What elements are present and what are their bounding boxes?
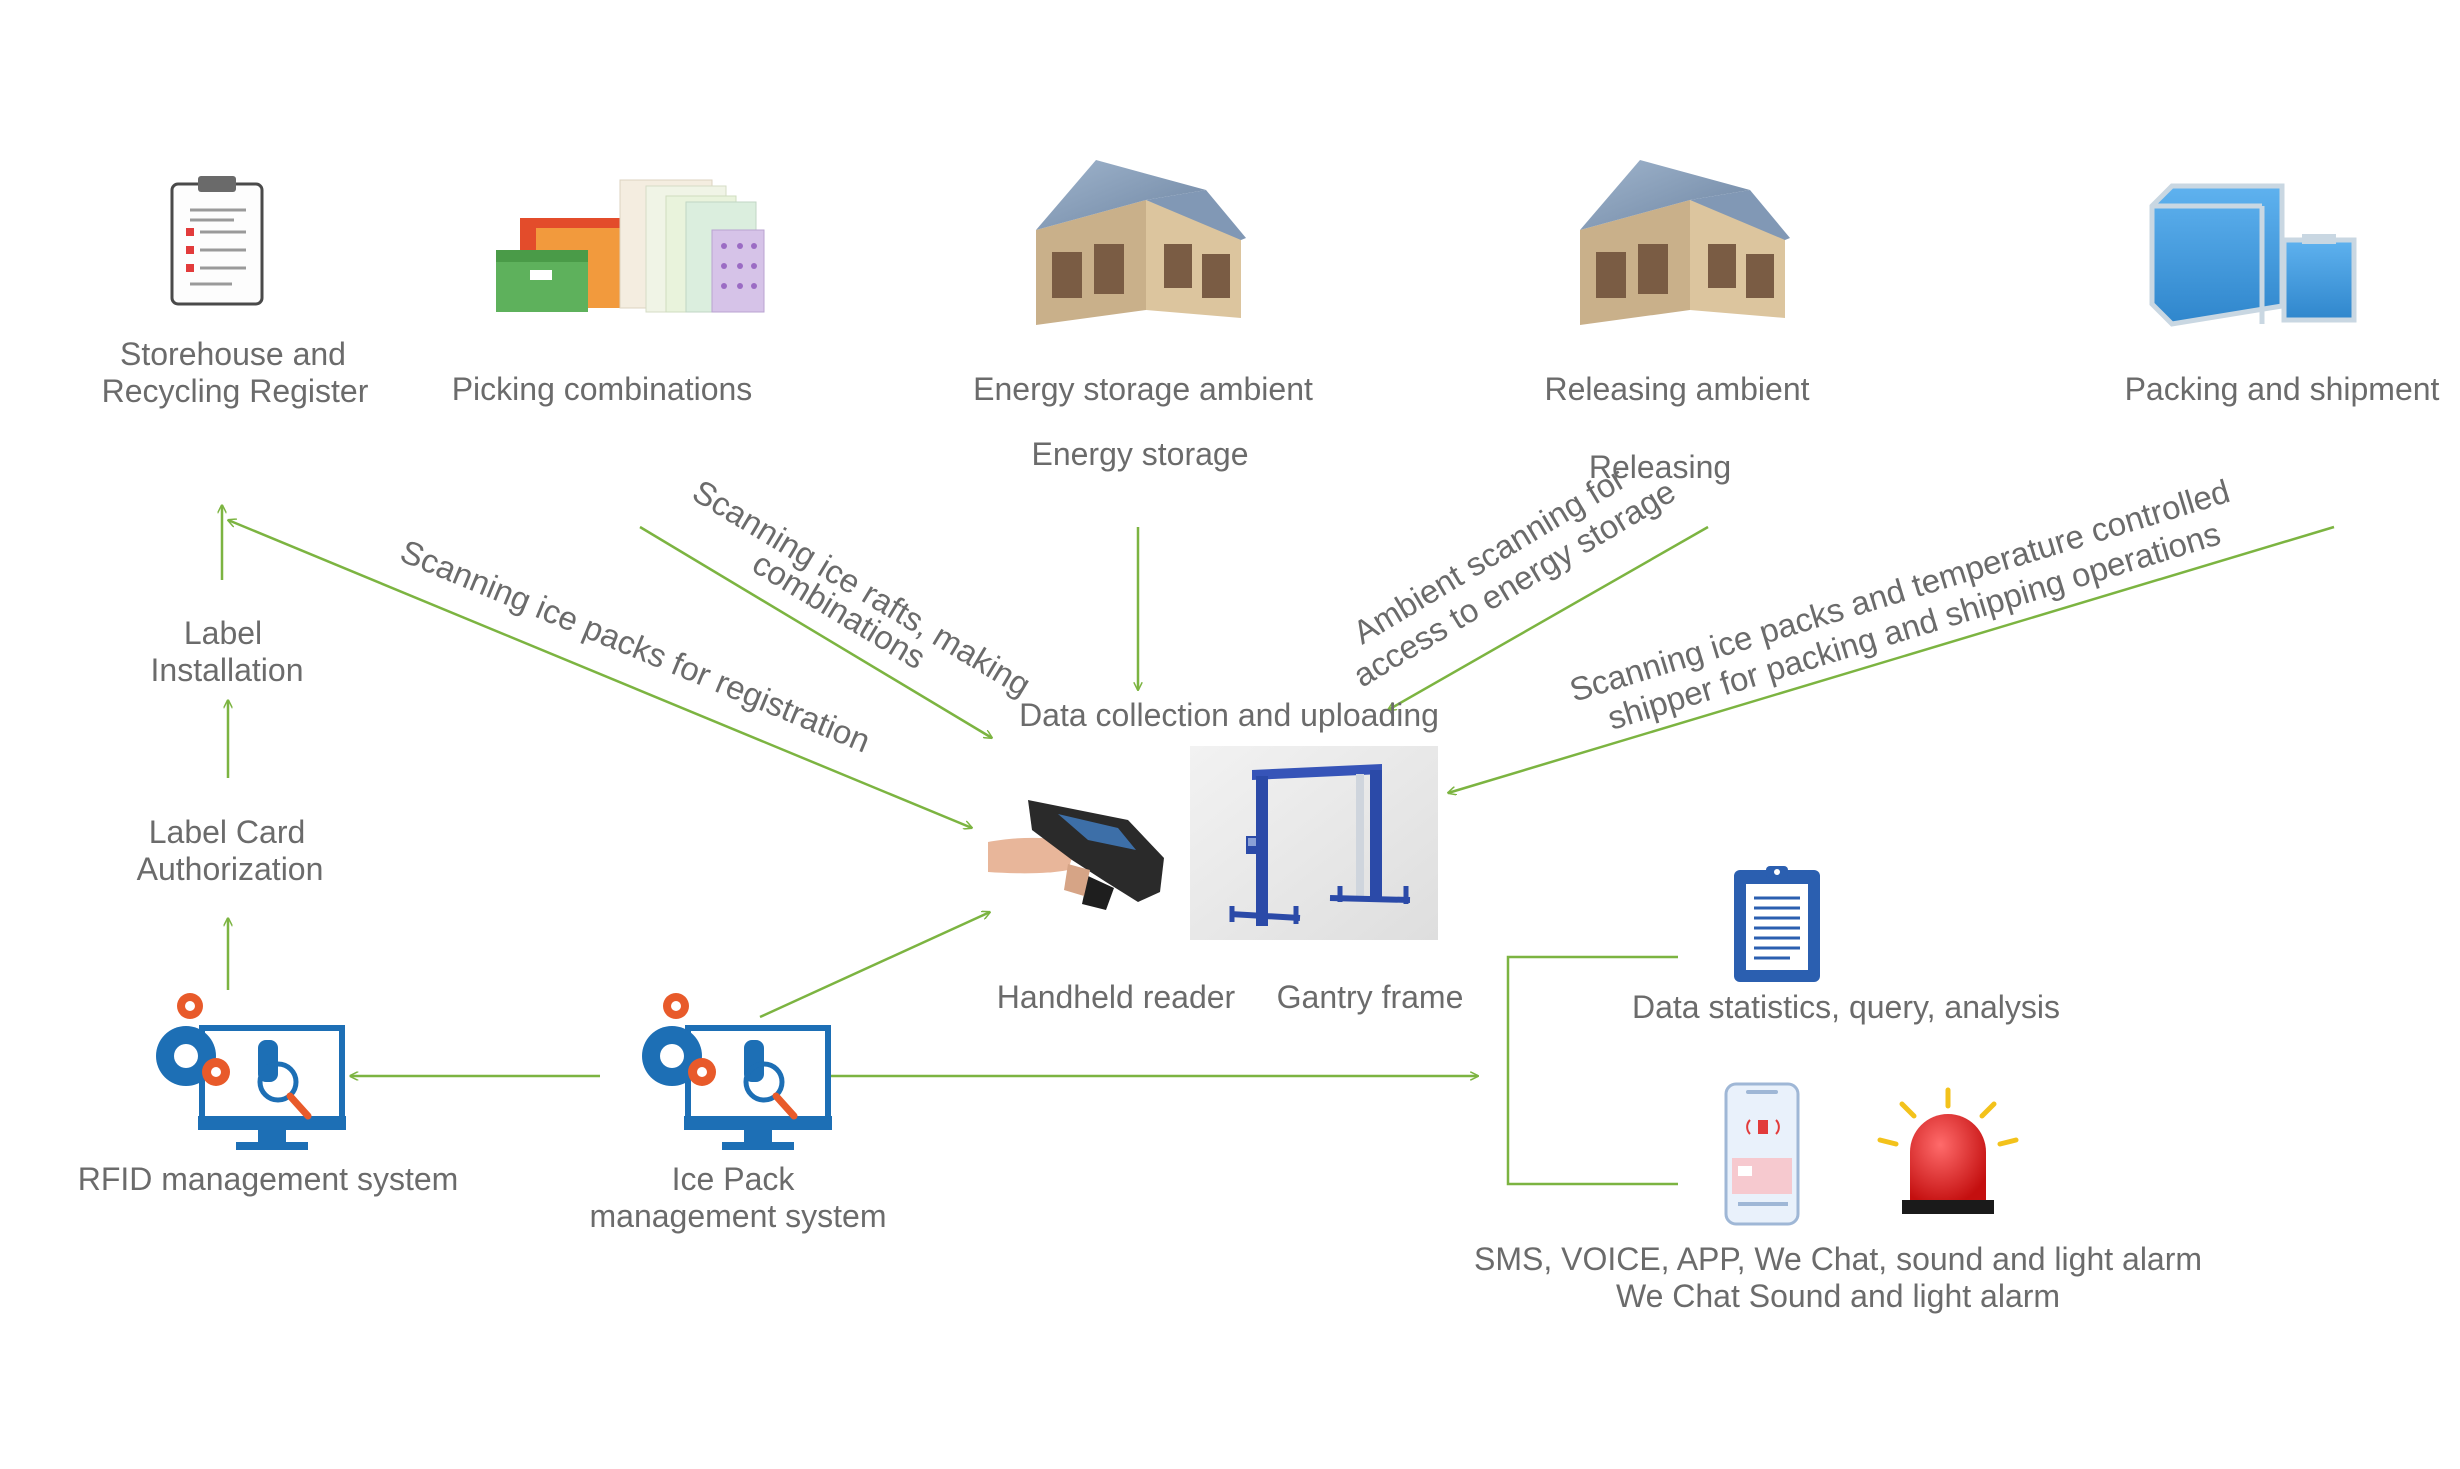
packing-shipment-label: Packing and shipment — [2125, 371, 2440, 407]
data-collection-label: Data collection and uploading — [1019, 697, 1439, 733]
shipping-case-icon — [2149, 183, 2357, 327]
arrow-releasing-to-collection — [1388, 525, 1709, 710]
monitor-gears-icon — [642, 993, 832, 1150]
arrow-registration-scan — [228, 520, 972, 828]
releasing-label: Releasing — [1589, 449, 1731, 485]
label-installation-line2: Installation — [151, 652, 304, 688]
energy-storage-ambient-label: Energy storage ambient — [973, 371, 1313, 407]
rfid-system-label: RFID management system — [78, 1161, 459, 1197]
handheld-rfid-reader-icon — [988, 800, 1164, 910]
flow-arrows — [222, 505, 2335, 1186]
warehouse-icon — [1580, 160, 1790, 325]
alarm-light-icon — [1877, 1087, 2019, 1214]
icepack-system-label-line2: management system — [589, 1198, 886, 1234]
outputs-bracket — [1506, 955, 1678, 1186]
boxes-and-ice-packs-icon — [496, 179, 765, 313]
label-installation-line1: Label — [184, 615, 262, 651]
arrow-picking-to-collection — [639, 525, 992, 738]
label-card-line2: Authorization — [137, 851, 324, 887]
gantry-frame-icon — [1190, 746, 1438, 940]
alarm-label-line1: SMS, VOICE, APP, We Chat, sound and ligh… — [1474, 1241, 2202, 1277]
clipboard-checklist-icon — [170, 176, 264, 306]
arrow-icepack-to-handheld — [759, 912, 990, 1019]
warehouse-icon — [1036, 160, 1246, 325]
monitor-gears-icon — [156, 993, 346, 1150]
storehouse-label-line1: Storehouse and — [120, 336, 346, 372]
report-clipboard-icon — [1734, 866, 1820, 982]
handheld-reader-label: Handheld reader — [997, 979, 1236, 1015]
statistics-label: Data statistics, query, analysis — [1632, 989, 2060, 1025]
smartphone-icon — [1724, 1082, 1800, 1226]
arrow-packing-to-gantry — [1448, 525, 2335, 793]
icepack-system-label-line1: Ice Pack — [672, 1161, 796, 1197]
label-card-line1: Label Card — [149, 814, 306, 850]
energy-storage-label: Energy storage — [1031, 436, 1248, 472]
alarm-label-line2: We Chat Sound and light alarm — [1616, 1278, 2060, 1314]
storehouse-label-line2: Recycling Register — [102, 373, 369, 409]
gantry-frame-label: Gantry frame — [1277, 979, 1464, 1015]
releasing-ambient-label: Releasing ambient — [1544, 371, 1809, 407]
picking-label: Picking combinations — [452, 371, 753, 407]
shipper-scan-label-line2: shipper for packing and shipping operati… — [1603, 515, 2224, 737]
